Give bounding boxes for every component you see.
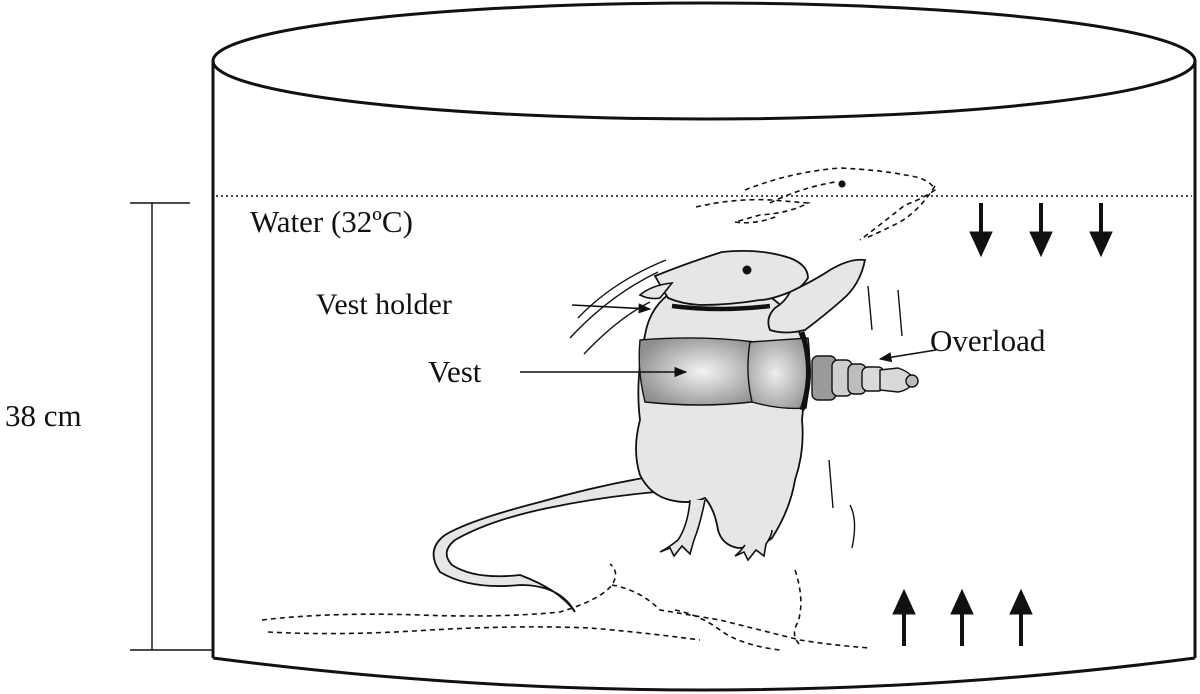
tank-cylinder (211, 1, 1197, 692)
vest-holder-pointer (571, 303, 652, 314)
rat-ear (638, 282, 674, 300)
vest-edge-band (799, 331, 811, 411)
arrow-up-icon (892, 588, 1033, 646)
rat-surface-outline (695, 167, 936, 241)
rat-eye (742, 265, 752, 275)
vest-holder-label: Vest holder (316, 288, 452, 321)
vest-right-panel (747, 337, 811, 410)
rat-right-foot (734, 529, 773, 562)
overload-pointer (878, 349, 937, 363)
tank-rim (211, 1, 1197, 121)
height-label: 38 cm (5, 398, 82, 433)
overload-weights (811, 355, 919, 401)
water-label: Water (32ºC) (250, 204, 413, 239)
rat-main (432, 249, 919, 613)
rat-bottom-outline (261, 563, 871, 651)
rat-head (653, 249, 809, 306)
height-dimension (130, 202, 213, 651)
vest-label: Vest (428, 354, 482, 389)
pointer-arrows (520, 303, 937, 378)
rat-arm (767, 258, 867, 334)
arrow-down-icon (969, 203, 1113, 258)
rat-left-foot (659, 499, 706, 558)
rat-tail (432, 474, 657, 613)
vest-holder-band (671, 303, 771, 312)
overload-label: Overload (930, 323, 1046, 358)
rat-surface-eye (838, 180, 846, 188)
tank-bottom (212, 656, 1196, 692)
